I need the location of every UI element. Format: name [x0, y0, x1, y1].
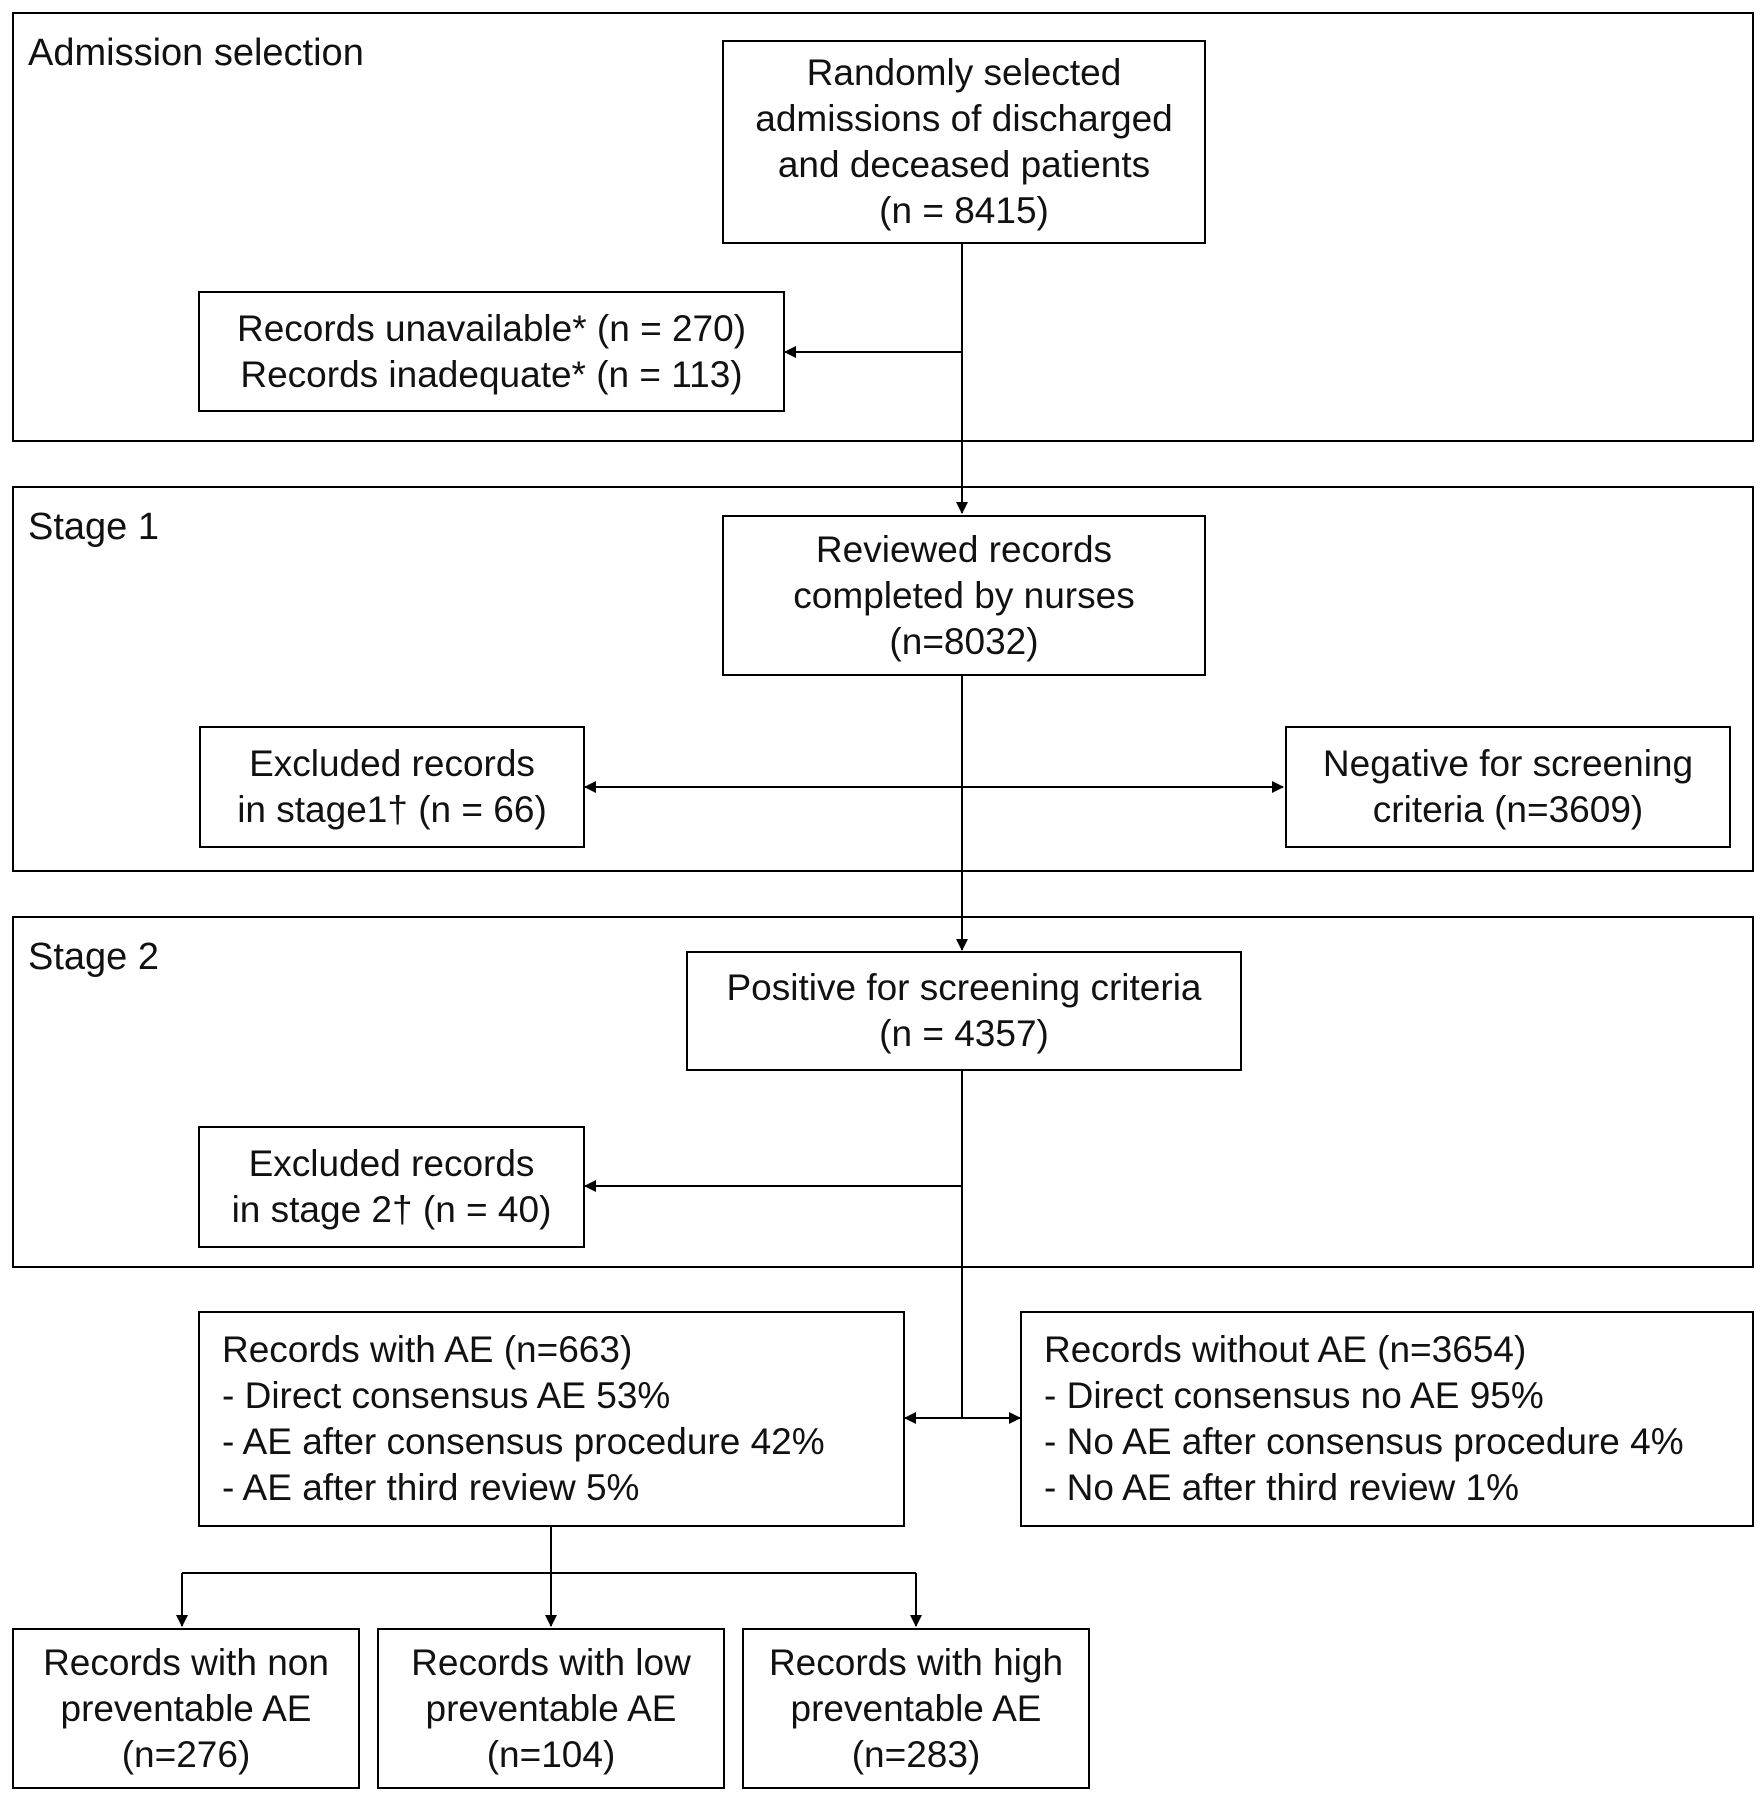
box-text-line: Excluded records — [249, 743, 535, 784]
box-text-line: preventable AE — [425, 1687, 677, 1729]
stage-label-stage1: Stage 1 — [28, 506, 159, 548]
box-text-line: Records with non — [43, 1641, 329, 1683]
box-text-line: - AE after third review 5% — [222, 1467, 640, 1508]
box-text-line: (n=8032) — [889, 620, 1039, 662]
box-text-line: (n=283) — [851, 1733, 981, 1775]
stage-label-admission: Admission selection — [28, 32, 364, 74]
box-text-line: - Direct consensus no AE 95% — [1044, 1375, 1544, 1416]
box-text-line: Randomly selected — [806, 52, 1122, 93]
box-excluded-stage2: Excluded records in stage 2† (n = 40) — [198, 1126, 585, 1248]
box-text-line: - AE after consensus procedure 42% — [222, 1421, 825, 1462]
box-excluded-stage1: Excluded records in stage1† (n = 66) — [199, 726, 585, 848]
box-records-with-ae: Records with AE (n=663) - Direct consens… — [198, 1311, 905, 1527]
box-text-line: Records with high — [768, 1641, 1064, 1683]
stage-2: Stage 2 — [12, 916, 1754, 1268]
box-records-without-ae: Records without AE (n=3654) - Direct con… — [1020, 1311, 1754, 1527]
box-text-line: criteria (n=3609) — [1372, 789, 1644, 830]
stage-admission-selection: Admission selection — [12, 12, 1754, 442]
box-text-line: admissions of discharged — [755, 98, 1173, 139]
box-text-line: - No AE after consensus procedure 4% — [1044, 1421, 1684, 1462]
box-positive-screening: Positive for screening criteria (n = 435… — [686, 951, 1242, 1071]
box-low-preventable-ae: Records with low preventable AE (n=104) — [377, 1628, 725, 1789]
box-text-line: Records with AE (n=663) — [222, 1329, 633, 1370]
box-negative-screening: Negative for screening criteria (n=3609) — [1285, 726, 1731, 848]
box-text-line: Negative for screening — [1322, 743, 1694, 784]
box-records-unavailable: Records unavailable* (n = 270) Records i… — [198, 291, 785, 412]
box-text-line: in stage 2† (n = 40) — [231, 1189, 552, 1230]
box-text-line: Positive for screening criteria — [726, 967, 1202, 1008]
box-text-line: (n = 4357) — [879, 1013, 1049, 1054]
box-text-line: Records without AE (n=3654) — [1044, 1329, 1527, 1370]
stage-1: Stage 1 — [12, 486, 1754, 872]
box-text-line: Reviewed records — [815, 528, 1113, 570]
box-text-line: preventable AE — [790, 1687, 1042, 1729]
box-text-line: (n = 8415) — [879, 190, 1049, 231]
box-text-line: Excluded records — [248, 1143, 535, 1184]
box-text-line: - Direct consensus AE 53% — [222, 1375, 671, 1416]
box-text-line: Records inadequate* (n = 113) — [240, 353, 743, 395]
box-text-line: - No AE after third review 1% — [1044, 1467, 1520, 1508]
box-text-line: Records unavailable* (n = 270) — [236, 307, 747, 349]
box-text-line: in stage1† (n = 66) — [237, 789, 547, 830]
box-reviewed-records: Reviewed records completed by nurses (n=… — [722, 515, 1206, 676]
box-text-line: and deceased patients — [777, 144, 1151, 185]
box-randomly-selected-admissions: Randomly selected admissions of discharg… — [722, 40, 1206, 244]
box-text-line: Records with low — [411, 1641, 691, 1683]
box-text-line: (n=104) — [486, 1733, 616, 1775]
box-non-preventable-ae: Records with non preventable AE (n=276) — [12, 1628, 360, 1789]
stage-label-stage2: Stage 2 — [28, 936, 159, 978]
box-text-line: completed by nurses — [793, 574, 1135, 616]
box-text-line: preventable AE — [60, 1687, 312, 1729]
box-text-line: (n=276) — [121, 1733, 251, 1775]
box-high-preventable-ae: Records with high preventable AE (n=283) — [742, 1628, 1090, 1789]
